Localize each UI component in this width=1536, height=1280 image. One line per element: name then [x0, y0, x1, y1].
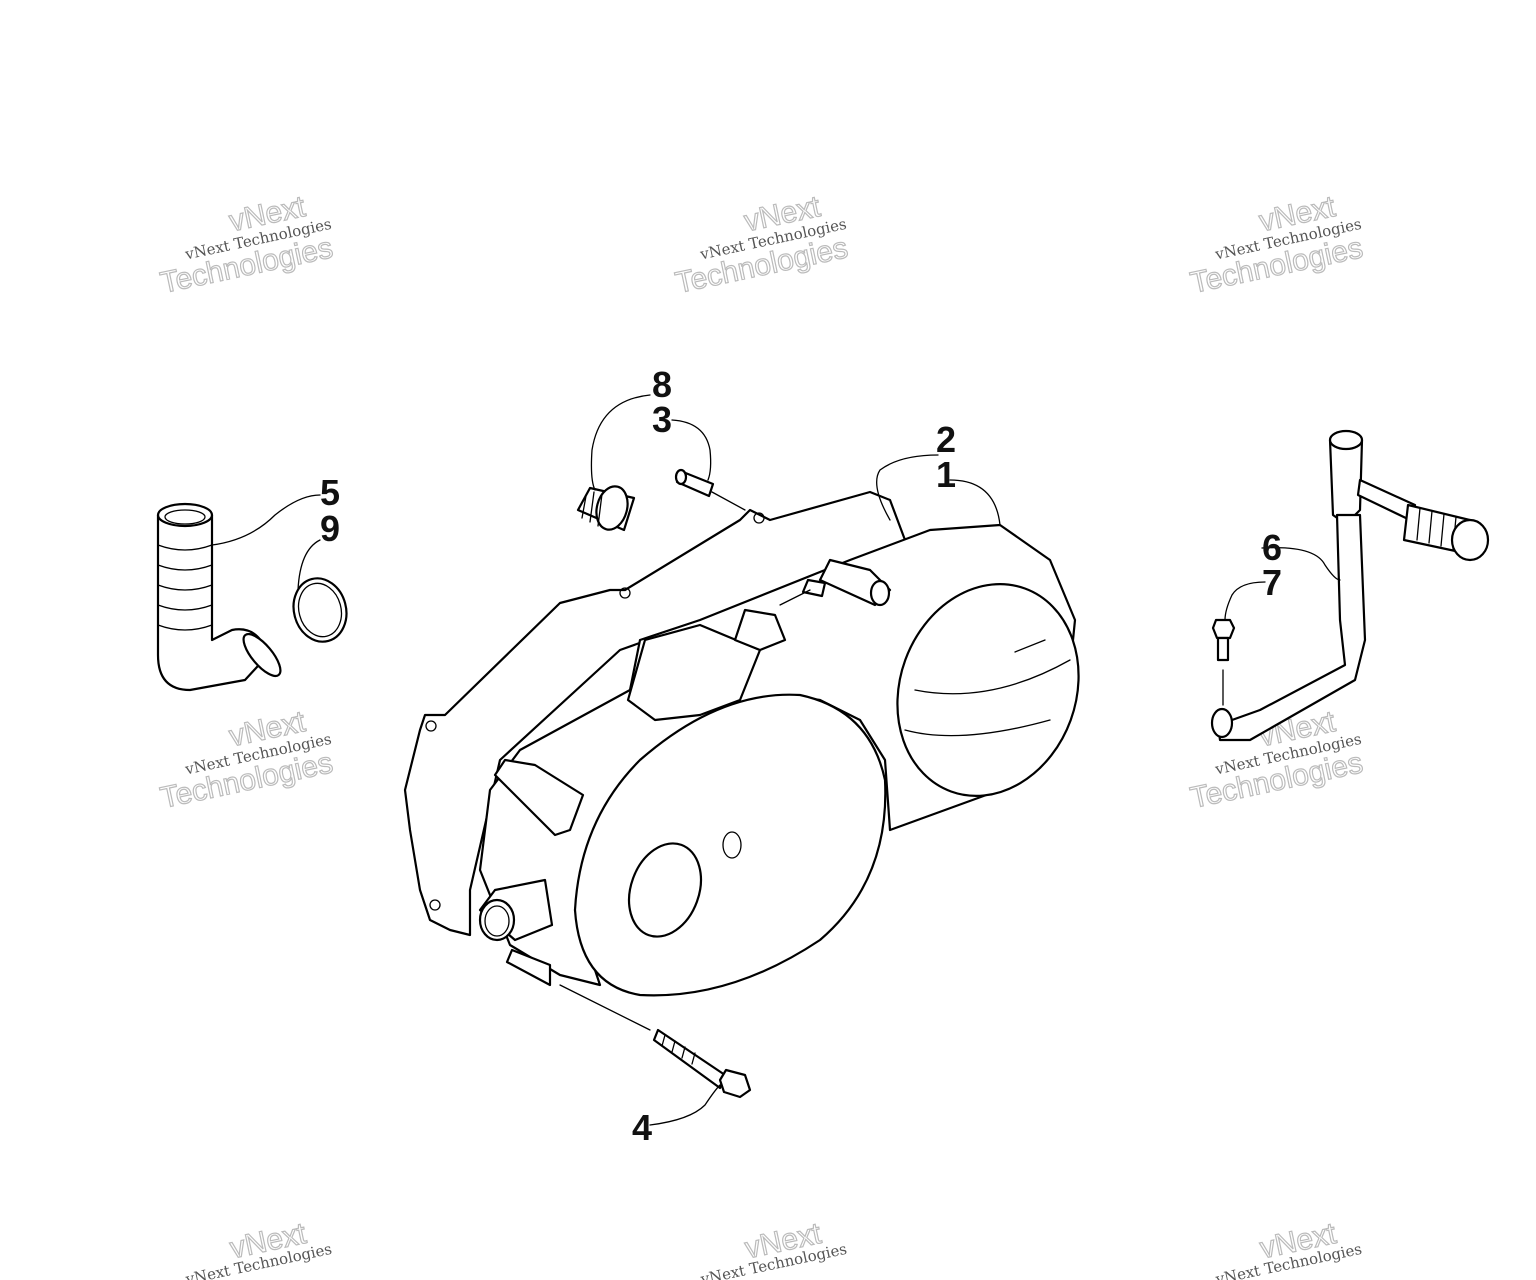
- callout-4: 4: [632, 1107, 652, 1148]
- cap-screw-part: [652, 1028, 752, 1099]
- callout-labels: 1 2 3 4 5 6 7 8 9: [320, 364, 1282, 1148]
- needle-bearing-part: [576, 485, 636, 532]
- watermark-bottom-left: vNext vNext Technologies: [183, 1216, 333, 1280]
- watermark-mid-left: vNext vNext Technologies Technologies: [157, 704, 336, 815]
- gasket-hole-1: [753, 512, 765, 524]
- clutch-cover-part: [478, 523, 1080, 1031]
- kick-lever-part: [1210, 429, 1490, 742]
- watermark-top-right: vNext vNext Technologies Technologies: [1187, 189, 1366, 300]
- callout-2: 2: [936, 419, 956, 460]
- elbow-hose-part: [156, 502, 282, 692]
- callout-9: 9: [320, 508, 340, 549]
- dowel-pin-part: [674, 468, 746, 511]
- gasket-hole-3: [425, 720, 437, 732]
- callout-3: 3: [652, 399, 672, 440]
- callout-8: 8: [652, 364, 672, 405]
- lever-bolt-part: [1211, 618, 1236, 706]
- gasket-hole-2: [619, 587, 631, 599]
- watermark-top-center: vNext vNext Technologies Technologies: [672, 189, 851, 300]
- o-ring-part: [292, 577, 348, 643]
- watermark-top-left: vNext vNext Technologies Technologies: [157, 189, 336, 300]
- callout-1: 1: [936, 454, 956, 495]
- callout-6: 6: [1262, 527, 1282, 568]
- leader-lines: [211, 394, 1341, 1126]
- watermark-bottom-center: vNext vNext Technologies: [698, 1216, 848, 1280]
- callout-7: 7: [1262, 562, 1282, 603]
- watermark-bottom-right: vNext vNext Technologies: [1213, 1216, 1363, 1280]
- gasket-hole-4: [429, 899, 441, 911]
- callout-5: 5: [320, 472, 340, 513]
